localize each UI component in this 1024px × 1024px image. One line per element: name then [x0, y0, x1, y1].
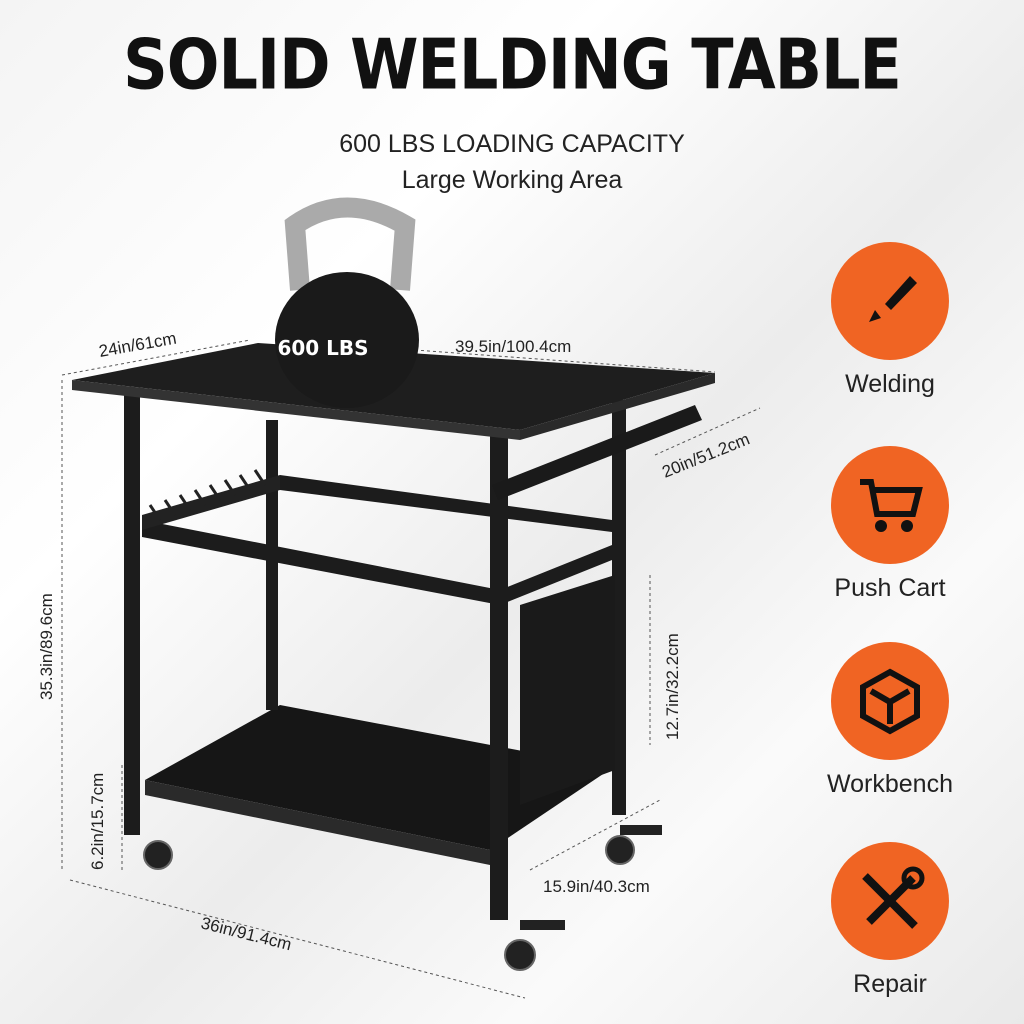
kettlebell-label: 600 LBS: [277, 336, 368, 360]
shopping-cart-icon: [831, 446, 949, 564]
feature-push-cart: Push Cart: [830, 446, 950, 603]
dim-handle: 20in/51.2cm: [659, 429, 752, 481]
feature-label: Push Cart: [834, 574, 946, 602]
feature-repair: Repair: [830, 842, 950, 999]
dim-top-width: 39.5in/100.4cm: [455, 337, 571, 356]
page-title: SOLID WELDING TABLE: [123, 23, 902, 106]
cube-icon: [831, 642, 949, 760]
feature-label: Workbench: [827, 770, 953, 798]
subtitle-area: Large Working Area: [401, 166, 623, 194]
dim-top-depth: 24in/61cm: [97, 329, 178, 361]
feature-workbench: Workbench: [827, 642, 953, 799]
subtitle-capacity: 600 LBS LOADING CAPACITY: [339, 130, 685, 158]
dim-panel-height: 12.7in/32.2cm: [663, 633, 682, 740]
welding-torch-icon: [831, 242, 949, 360]
feature-welding: Welding: [830, 242, 950, 399]
dim-shelf-depth: 15.9in/40.3cm: [543, 877, 650, 896]
dim-base-width: 36in/91.4cm: [199, 913, 293, 954]
dim-height: 35.3in/89.6cm: [37, 593, 56, 700]
wrench-screwdriver-icon: [831, 842, 949, 960]
dim-clearance: 6.2in/15.7cm: [88, 773, 107, 870]
feature-label: Repair: [853, 970, 927, 998]
feature-label: Welding: [845, 370, 935, 398]
